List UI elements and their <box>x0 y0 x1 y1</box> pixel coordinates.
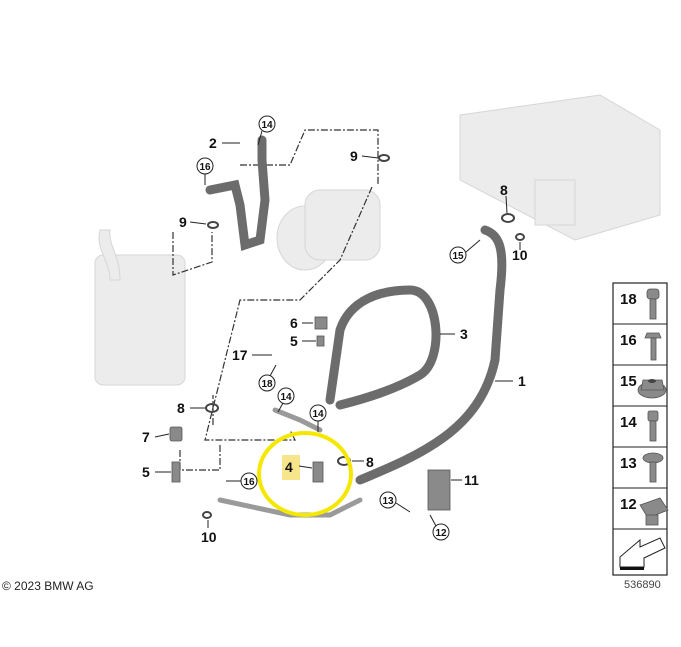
bolt-icon <box>646 288 660 320</box>
callout-14[interactable]: 14 <box>261 120 273 131</box>
legend-item-15[interactable]: 15 <box>620 373 637 390</box>
callout-6[interactable]: 6 <box>290 315 298 331</box>
arrow-icon <box>619 537 666 570</box>
callout-12[interactable]: 12 <box>435 528 447 539</box>
circled-callouts: 14 16 15 18 14 14 16 13 12 <box>196 115 481 541</box>
compressor-ghost <box>276 189 381 271</box>
callout-16[interactable]: 16 <box>199 162 211 173</box>
flange-nut-icon <box>637 379 667 399</box>
callout-11[interactable]: 11 <box>464 472 479 488</box>
highlight-circle <box>257 431 353 517</box>
callout-14[interactable]: 14 <box>312 409 324 420</box>
legend-item-14[interactable]: 14 <box>620 414 637 431</box>
callout-14[interactable]: 14 <box>280 392 292 403</box>
highlight-box-part-4[interactable] <box>282 455 300 480</box>
callout-9[interactable]: 9 <box>179 214 187 230</box>
assembly-lines <box>172 129 379 471</box>
callout-13[interactable]: 13 <box>382 496 394 507</box>
diagram-number: 536890 <box>624 579 661 591</box>
legend-item-13[interactable]: 13 <box>620 455 637 472</box>
callout-16[interactable]: 16 <box>243 477 255 488</box>
callout-15[interactable]: 15 <box>452 251 464 262</box>
legend-item-18[interactable]: 18 <box>620 291 637 308</box>
callout-2[interactable]: 2 <box>209 135 217 151</box>
hoses <box>205 135 507 518</box>
copyright-text: © 2023 BMW AG <box>2 579 94 593</box>
callout-5[interactable]: 5 <box>142 464 150 480</box>
callout-9[interactable]: 9 <box>350 148 358 164</box>
callout-5[interactable]: 5 <box>290 333 298 349</box>
fastener-legend: 18 16 15 14 13 12 <box>612 282 669 576</box>
callout-8[interactable]: 8 <box>500 182 508 198</box>
callouts: 2 9 9 8 10 3 1 6 5 17 8 7 4 8 5 11 10 <box>142 135 528 545</box>
washer-bolt-icon <box>642 452 664 483</box>
legend-item-12[interactable]: 12 <box>620 496 637 513</box>
expansion-tank-ghost <box>94 229 186 386</box>
callout-3[interactable]: 3 <box>460 326 468 342</box>
callout-18[interactable]: 18 <box>261 379 273 390</box>
legend-item-16[interactable]: 16 <box>620 332 637 349</box>
callout-10[interactable]: 10 <box>512 247 528 263</box>
callout-8[interactable]: 8 <box>366 454 374 470</box>
flange-bolt-icon <box>644 332 662 361</box>
callout-8[interactable]: 8 <box>177 400 185 416</box>
callout-7[interactable]: 7 <box>142 429 150 445</box>
socket-bolt-icon <box>647 410 659 442</box>
callout-1[interactable]: 1 <box>518 373 526 389</box>
condenser-ghost <box>459 94 661 241</box>
callout-4[interactable]: 4 <box>285 459 293 475</box>
callout-17[interactable]: 17 <box>232 347 248 363</box>
small-parts <box>169 154 525 519</box>
callout-10[interactable]: 10 <box>201 529 217 545</box>
clip-nut-icon <box>639 497 669 526</box>
